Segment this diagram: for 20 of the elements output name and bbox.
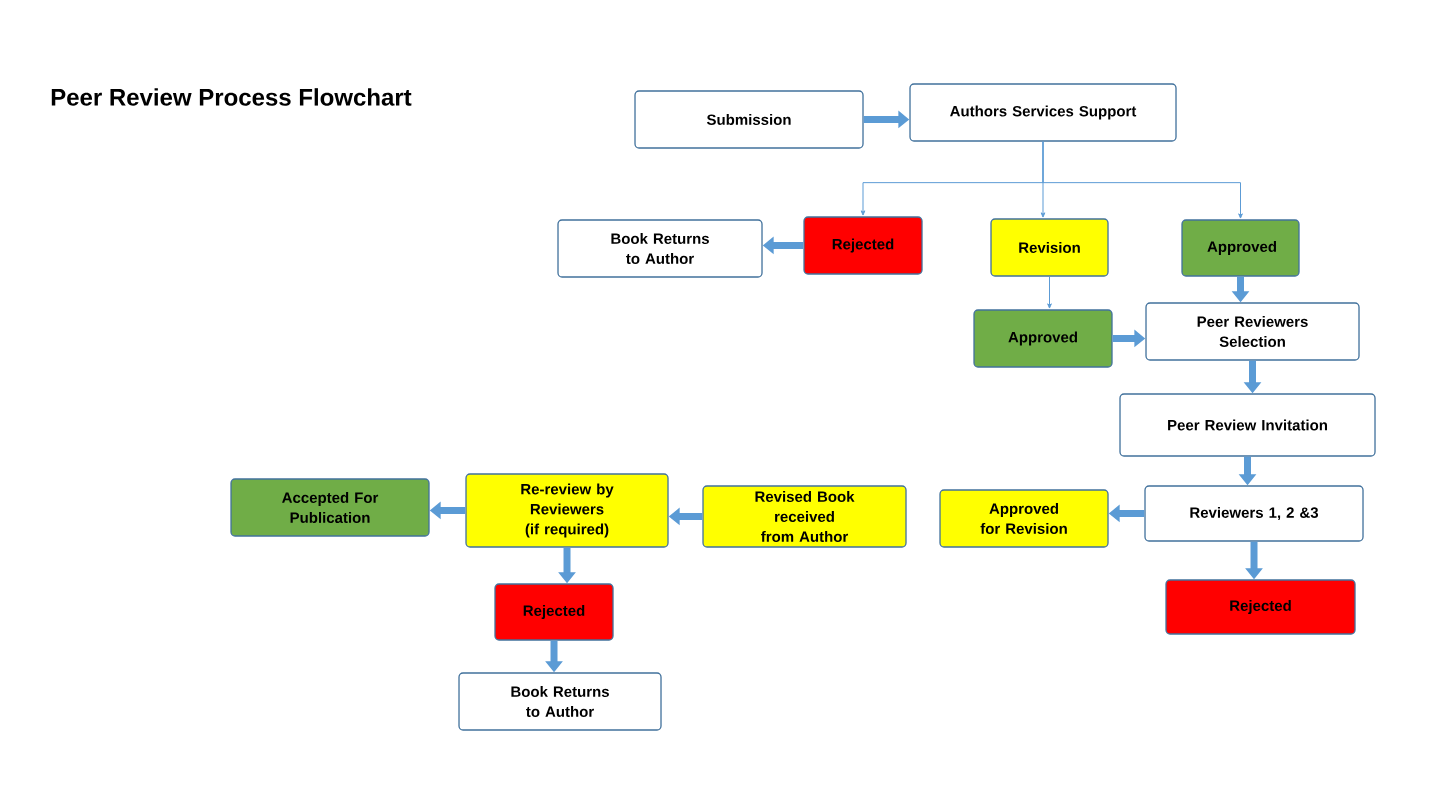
process-box: Book Returns to Author <box>458 672 662 731</box>
revision-box: Revised Book received from Author <box>702 485 907 548</box>
rejected-box: Rejected <box>1165 579 1356 635</box>
approved-box: Approved <box>1181 219 1300 277</box>
revision-box: Approved for Revision <box>939 489 1109 548</box>
approved-box: Approved <box>973 309 1113 368</box>
title: Peer Review Process Flowchart <box>51 88 412 106</box>
process-box: Peer Reviewers Selection <box>1145 302 1360 361</box>
rejected-box: Rejected <box>494 583 614 641</box>
rejected-box: Rejected <box>803 216 923 275</box>
approved-box: Accepted For Publication <box>230 478 430 537</box>
process-box: Peer Review Invitation <box>1119 393 1376 457</box>
revision-box: Re-review by Reviewers (if required) <box>465 473 669 548</box>
process-box: Authors Services Support <box>909 83 1177 142</box>
process-box: Book Returns to Author <box>557 219 763 278</box>
revision-box: Revision <box>990 218 1109 277</box>
process-box: Submission <box>634 90 864 149</box>
arrow <box>1042 141 1243 219</box>
process-box: Reviewers 1, 2 &3 <box>1144 485 1364 542</box>
arrow <box>1047 276 1052 309</box>
